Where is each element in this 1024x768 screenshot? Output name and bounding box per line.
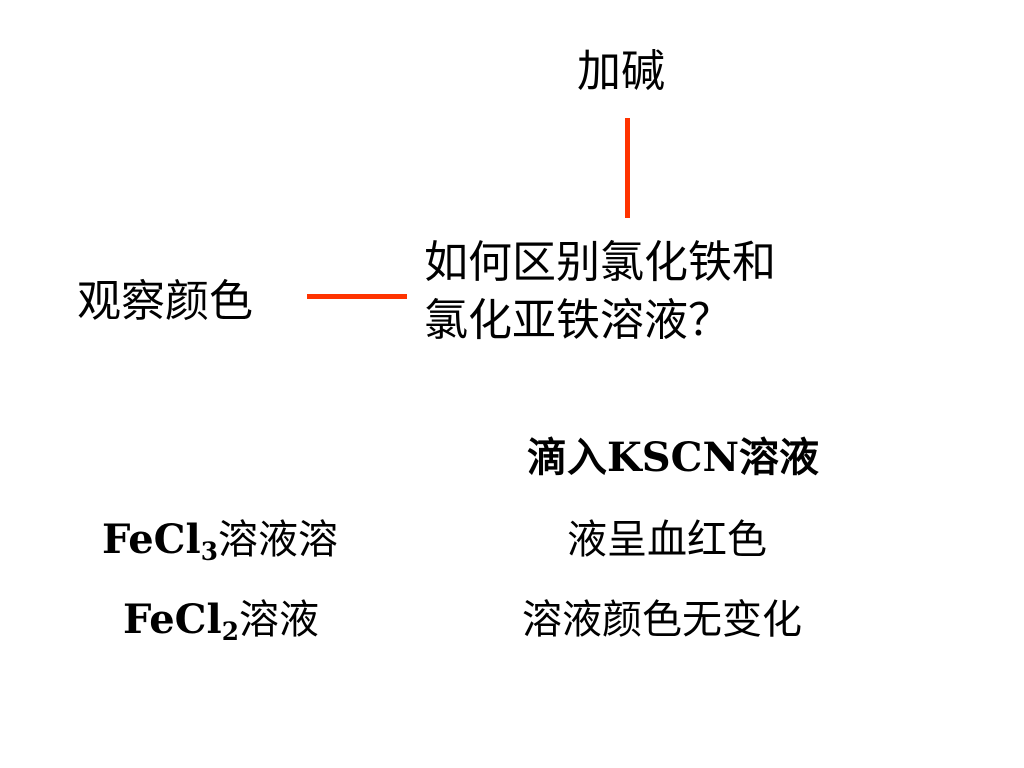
branch-label-left: 观察颜色 bbox=[77, 276, 253, 327]
fecl3-observation: 液呈血红色 bbox=[567, 517, 767, 563]
fecl2-suffix: 溶液 bbox=[238, 597, 319, 643]
connector-line-left bbox=[307, 294, 407, 299]
center-question: 如何区别氯化铁和 氯化亚铁溶液？ bbox=[424, 234, 844, 350]
fecl3-formula: FeCl bbox=[102, 516, 201, 563]
branch-label-top: 加碱 bbox=[577, 46, 665, 97]
fecl2-observation: 溶液颜色无变化 bbox=[522, 597, 802, 643]
fecl3-suffix: 溶液溶 bbox=[217, 517, 338, 563]
center-question-line1: 如何区别氯化铁和 bbox=[424, 237, 776, 288]
fecl3-subscript: 3 bbox=[200, 536, 218, 566]
center-question-line2: 氯化亚铁溶液？ bbox=[424, 295, 732, 346]
fecl2-formula: FeCl bbox=[123, 596, 222, 643]
fecl2-label: FeCl2溶液 bbox=[123, 597, 319, 644]
fecl2-subscript: 2 bbox=[221, 616, 239, 646]
kscn-step-label: 滴入KSCN溶液 bbox=[527, 438, 819, 478]
connector-line-top bbox=[625, 118, 630, 218]
kscn-step-text: 滴入KSCN溶液 bbox=[527, 434, 820, 481]
fecl3-label: FeCl3溶液溶 bbox=[102, 517, 338, 564]
